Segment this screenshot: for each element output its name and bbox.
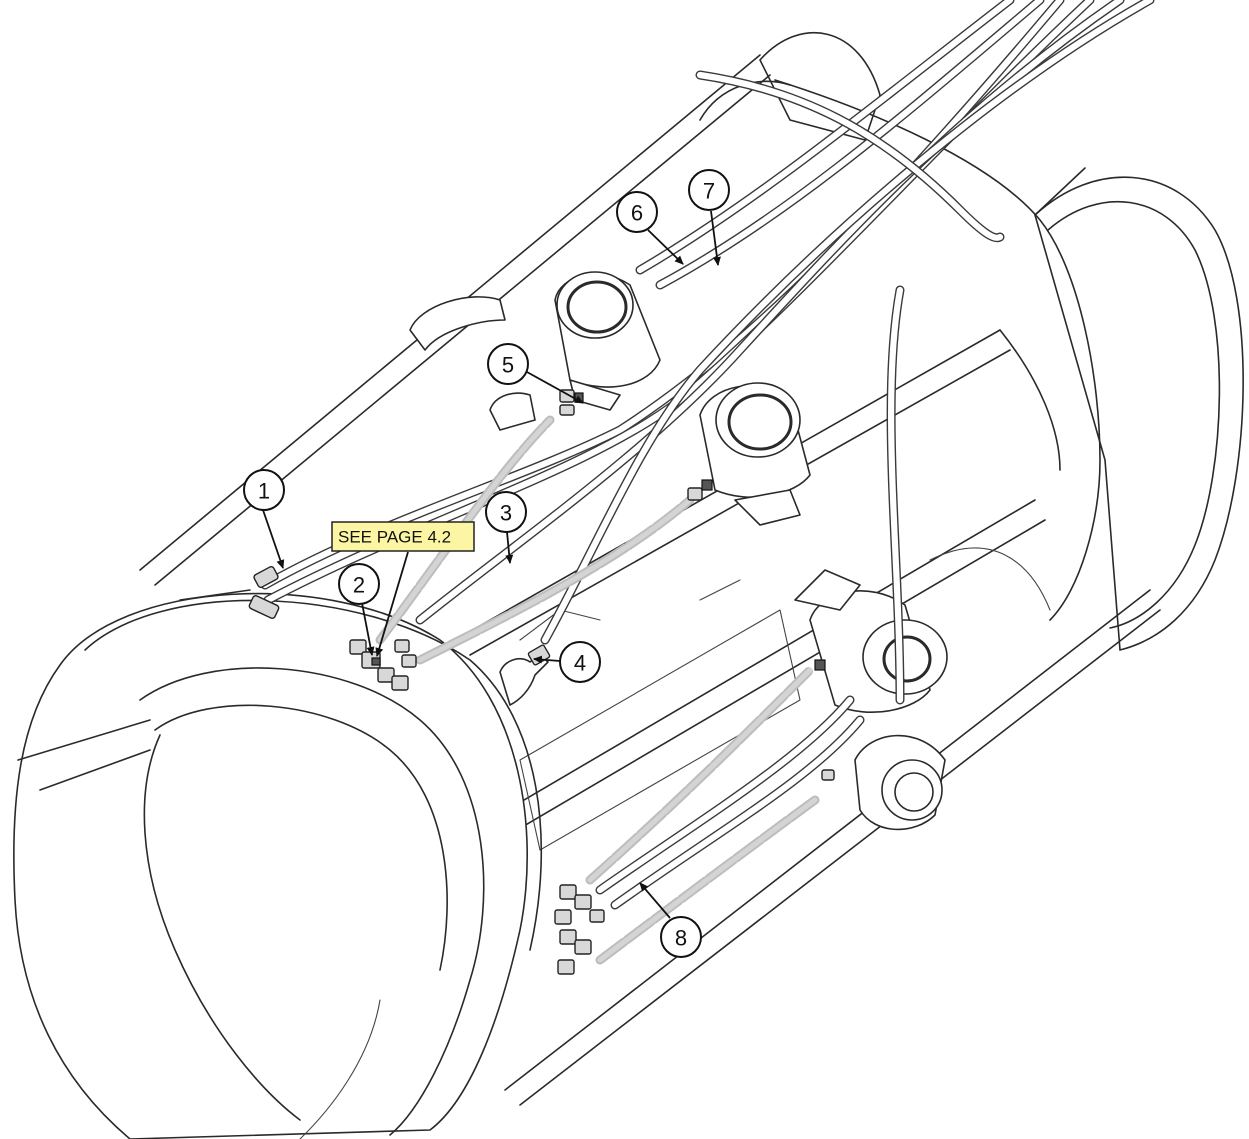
leader-5: [526, 371, 584, 404]
callout-5-label: 5: [502, 353, 514, 378]
callout-1: 1: [243, 469, 285, 511]
callout-6: 6: [616, 191, 658, 233]
callout-3-label: 3: [500, 501, 512, 526]
callout-2-label: 2: [353, 573, 365, 598]
leader-1: [262, 509, 285, 569]
callout-3: 3: [485, 491, 527, 533]
callout-1-label: 1: [258, 479, 270, 504]
port-boss-lower: [854, 734, 946, 831]
callout-8: 8: [660, 916, 702, 958]
callout-4-label: 4: [574, 651, 586, 676]
leader-3: [505, 531, 514, 564]
callout-4: 4: [559, 641, 601, 683]
reference-hoses: [375, 415, 820, 965]
leader-7: [710, 210, 721, 266]
cylinder-body: [139, 32, 1244, 1106]
callout-leaders: [262, 210, 721, 919]
leader-6: [647, 229, 684, 265]
leader-4: [533, 655, 561, 664]
fittings: [248, 389, 835, 975]
hose-bundle: [260, 0, 1155, 910]
see-page-note-text: SEE PAGE 4.2: [338, 528, 451, 547]
valve-body-middle: [699, 382, 811, 526]
callout-7-label: 7: [703, 179, 715, 204]
callout-6-label: 6: [631, 201, 643, 226]
leader-note: [375, 551, 409, 657]
valve-body-upper: [554, 271, 661, 411]
callout-5: 5: [487, 343, 529, 385]
leader-8: [639, 882, 671, 919]
front-flange: [13, 589, 543, 1139]
callout-7: 7: [688, 169, 730, 211]
callout-2: 2: [338, 563, 380, 605]
see-page-note[interactable]: SEE PAGE 4.2: [331, 521, 475, 552]
callout-8-label: 8: [675, 926, 687, 951]
leader-2: [361, 602, 375, 656]
